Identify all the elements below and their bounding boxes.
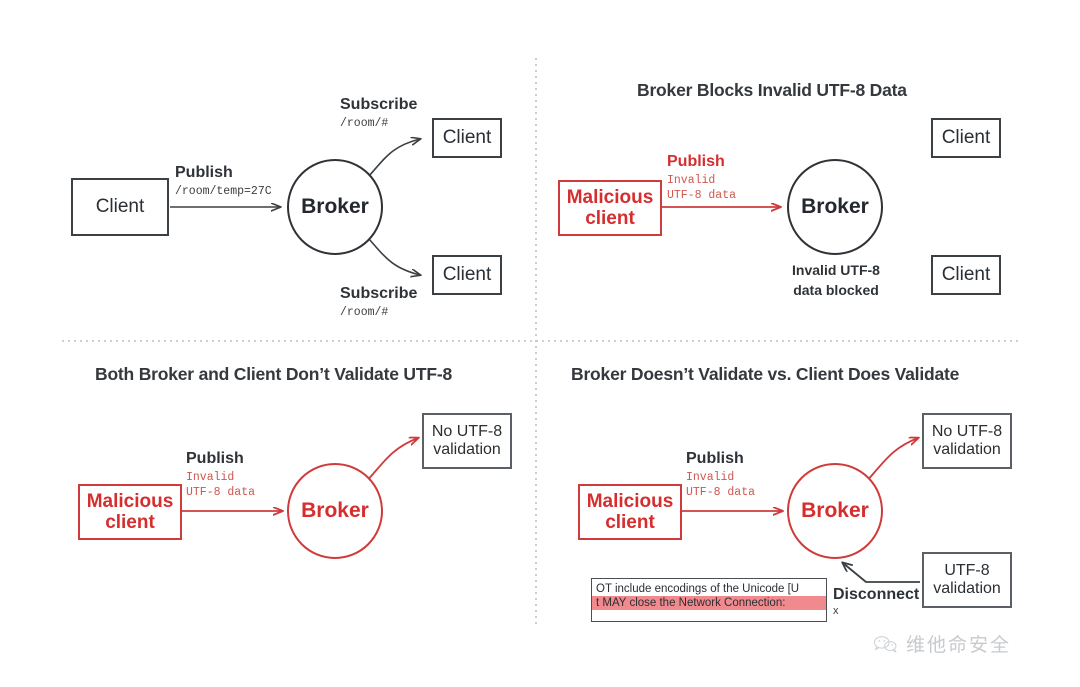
tr-broker-circle[interactable]: Broker (787, 159, 883, 255)
tr-client-bottom-label: Client (941, 264, 991, 286)
arrow-broker-to-noval-br (865, 438, 918, 483)
br-malicious-client-box[interactable]: Malicious client (578, 484, 682, 540)
tl-broker-label: Broker (301, 195, 369, 218)
tl-subscribe-bottom-topic-label: /room/# (340, 306, 389, 319)
tr-blocked-note-line2: data blocked (793, 282, 879, 299)
tr-publish-label: Publish (667, 153, 725, 170)
bl-payload-label-line2: UTF-8 data (186, 486, 256, 499)
br-disconnect-label: Disconnect (833, 586, 920, 603)
bl-no-validation-box[interactable]: No UTF-8 validation (422, 413, 512, 469)
tl-publish-label: Publish (175, 164, 233, 181)
tr-panel-title: Broker Blocks Invalid UTF-8 Data (637, 80, 907, 100)
tl-client-subscriber-top-box[interactable]: Client (432, 118, 502, 158)
tr-client-top-label: Client (941, 127, 991, 149)
br-spec-callout-box[interactable]: OT include encodings of the Unicode [U t… (591, 578, 827, 622)
br-no-validation-label-line2: validation (933, 441, 1001, 458)
br-utf8-validation-label-line2: validation (933, 580, 1001, 597)
tr-payload-label-line2: UTF-8 data (667, 189, 737, 202)
wechat-logo-icon (873, 635, 897, 653)
br-payload-label-line1: Invalid (686, 471, 735, 484)
watermark: 维他命安全 (872, 630, 1011, 657)
tr-client-top-box[interactable]: Client (931, 118, 1001, 158)
tl-client-subscriber-bottom-box[interactable]: Client (432, 255, 502, 295)
bl-publish-label: Publish (186, 450, 244, 467)
tr-blocked-note-line1: Invalid UTF-8 (792, 262, 880, 278)
arrow-broker-to-noval-bl (365, 438, 418, 483)
br-disconnect-code-label: x (833, 605, 839, 617)
tl-client-subscriber-top-label: Client (442, 127, 492, 149)
tl-subscribe-bottom-label: Subscribe (340, 285, 418, 302)
tr-client-bottom-box[interactable]: Client (931, 255, 1001, 295)
br-broker-label: Broker (801, 499, 869, 522)
bl-broker-label: Broker (301, 499, 369, 522)
arrow-subscribe-bottom-tl (368, 238, 420, 275)
bl-malicious-client-label-line1: Malicious (86, 490, 174, 512)
br-payload-label-line2: UTF-8 data (686, 486, 756, 499)
tl-broker-circle[interactable]: Broker (287, 159, 383, 255)
br-no-validation-box[interactable]: No UTF-8 validation (922, 413, 1012, 469)
br-broker-circle[interactable]: Broker (787, 463, 883, 559)
tl-client-subscriber-bottom-label: Client (442, 264, 492, 286)
bl-payload-label-line1: Invalid (186, 471, 235, 484)
tr-malicious-client-label-line2: client (585, 208, 635, 229)
br-spec-callout-line2-highlighted: t MAY close the Network Connection: (592, 596, 826, 610)
watermark-text: 维他命安全 (906, 635, 1012, 656)
tr-payload-label-line1: Invalid (667, 174, 716, 187)
bl-panel-title: Both Broker and Client Don’t Validate UT… (95, 364, 452, 384)
br-publish-label: Publish (686, 450, 744, 467)
tr-malicious-client-box[interactable]: Malicious client (558, 180, 662, 236)
br-no-validation-label-line1: No UTF-8 (931, 423, 1003, 441)
br-utf8-validation-label-line1: UTF-8 (944, 562, 990, 580)
tl-subscribe-top-topic-label: /room/# (340, 117, 389, 130)
bl-malicious-client-box[interactable]: Malicious client (78, 484, 182, 540)
tl-subscribe-top-label: Subscribe (340, 96, 418, 113)
tr-blocked-note: Invalid UTF-8 data blocked (774, 260, 898, 301)
bl-broker-circle[interactable]: Broker (287, 463, 383, 559)
br-utf8-validation-box[interactable]: UTF-8 validation (922, 552, 1012, 608)
tl-client-publisher-box[interactable]: Client (71, 178, 169, 236)
tr-malicious-client-label-line1: Malicious (566, 186, 654, 208)
arrow-disconnect-br (843, 563, 920, 583)
br-panel-title: Broker Doesn’t Validate vs. Client Does … (571, 364, 960, 384)
tr-broker-label: Broker (801, 195, 869, 218)
bl-no-validation-label-line1: No UTF-8 (431, 423, 503, 441)
br-malicious-client-label-line2: client (605, 512, 655, 533)
tl-publish-topic-label: /room/temp=27C (175, 185, 272, 198)
br-spec-callout-line1: OT include encodings of the Unicode [U (596, 583, 800, 595)
tl-client-publisher-label: Client (95, 196, 145, 218)
bl-malicious-client-label-line2: client (105, 512, 155, 533)
arrow-subscribe-top-tl (368, 139, 420, 177)
bl-no-validation-label-line2: validation (433, 441, 501, 458)
br-malicious-client-label-line1: Malicious (586, 490, 674, 512)
